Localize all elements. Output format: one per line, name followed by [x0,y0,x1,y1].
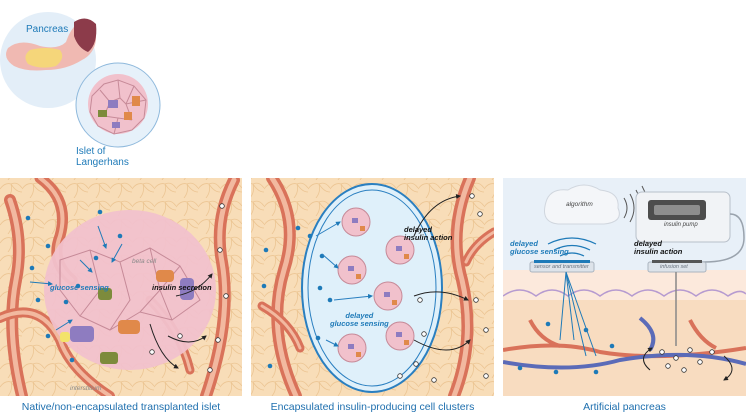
sensor-label: sensor and transmitter [534,264,589,270]
panel1-caption: Native/non-encapsulated transplanted isl… [21,401,221,413]
p2-delayed-insulin-line2: insulin action [404,233,453,242]
insulin-pump-icon [635,191,745,263]
p2-delayed-glucose-line1: delayed [345,311,374,320]
p3-delayed-glucose-label: delayed glucose sensing [510,240,569,256]
islet-label: Islet of Langerhans [76,146,129,168]
panel2-graphics [251,178,494,396]
cloud-icon [544,184,620,225]
capsule [301,183,443,393]
algorithm-label: algorithm [566,201,593,208]
insulin-secretion-label: insulin secretion [152,283,212,292]
insulin-pump-label: insulin pump [664,222,698,228]
panel3-caption: Artificial pancreas [583,401,666,413]
islet-label-line1: Islet of [76,146,106,157]
p2-delayed-insulin-label: delayed insulin action [404,226,452,242]
pancreas-icon [6,18,97,71]
p3-delayed-insulin-line1: delayed [634,239,662,248]
intro-group [0,12,161,148]
islet-icon [88,74,148,135]
p2-delayed-glucose-label: delayed glucose sensing [330,312,389,328]
p2-delayed-insulin-line1: delayed [404,225,432,234]
beta-cell-label: beta cell [132,258,157,265]
panel2-caption: Encapsulated insulin-producing cell clus… [270,401,475,413]
infusion-label: infusion set [660,264,688,270]
panel1-graphics [0,178,242,396]
islet-label-line2: Langerhans [76,157,129,168]
panel3-graphics [503,178,746,396]
p3-delayed-glucose-line1: delayed [510,239,538,248]
p3-delayed-insulin-label: delayed insulin action [634,240,682,256]
p3-delayed-insulin-line2: insulin action [634,247,683,256]
glucose-sensing-label: glucose sensing [50,283,109,292]
insulin-dot-icon [149,203,229,373]
p3-delayed-glucose-line2: glucose sensing [510,247,569,256]
cell-clusters [337,207,415,363]
glucose-dot-icon [25,209,123,363]
pancreas-label: Pancreas [26,24,69,35]
interstitium-label: interstitium [70,385,102,392]
p2-delayed-glucose-line2: glucose sensing [330,319,389,328]
